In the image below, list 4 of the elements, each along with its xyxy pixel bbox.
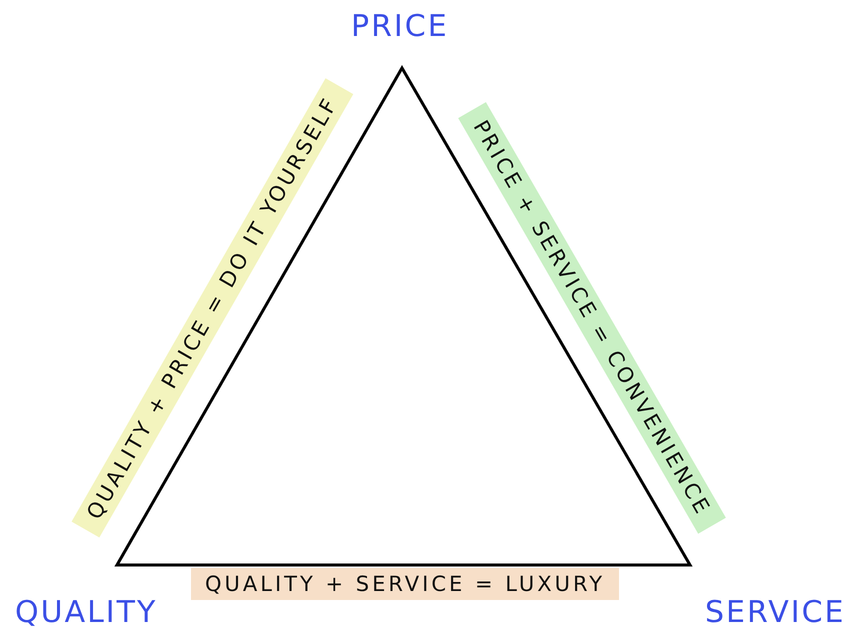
vertex-label: QUALITY (15, 594, 158, 630)
vertex-label: SERVICE (705, 594, 846, 630)
vertex-label: PRICE (351, 8, 449, 44)
highlighted-label: QUALITY + SERVICE = LUXURY (191, 568, 620, 600)
